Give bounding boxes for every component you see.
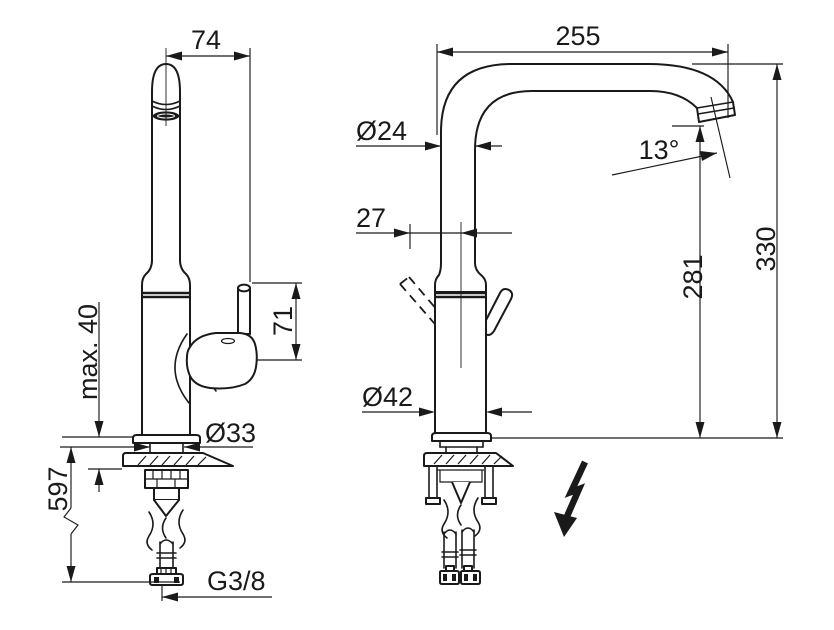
side-elbow-outer [174, 333, 190, 404]
side-hose-break [146, 509, 186, 551]
front-shank [439, 440, 484, 454]
dim-74: 74 [166, 25, 251, 282]
front-base-flange [431, 432, 492, 442]
dim-27-label: 27 [356, 203, 386, 233]
dim-33-label: Ø33 [205, 418, 256, 448]
dim-24: Ø24 [356, 116, 502, 151]
dim-g38-label: G3/8 [207, 566, 266, 596]
dim-42-label: Ø42 [362, 382, 413, 412]
front-mounting-hardware [425, 465, 497, 505]
dim-281-label: 281 [678, 254, 708, 299]
front-spout-tube [434, 63, 736, 293]
side-hose-cone [153, 499, 180, 517]
dim-281: 281 [672, 125, 708, 438]
side-handle-detail [220, 337, 236, 345]
side-hose [156, 539, 177, 569]
dim-g38: G3/8 [161, 566, 272, 602]
dim-71: 71 [252, 282, 302, 361]
dim-74-label: 74 [191, 25, 221, 55]
front-outlet-face [696, 101, 734, 109]
dimensions-front: 255 Ø24 27 13° 281 [356, 21, 783, 439]
dim-330-label: 330 [751, 226, 781, 271]
lightning-bolt-icon [554, 460, 588, 537]
dim-597: 597 [43, 447, 180, 583]
dim-13deg-label: 13° [639, 135, 680, 165]
dim-24-label: Ø24 [356, 116, 407, 146]
dim-27: 27 [356, 203, 512, 249]
front-body [434, 291, 487, 434]
dim-597-label: 597 [43, 466, 73, 511]
dim-max-40: max. 40 [62, 302, 133, 492]
side-handle-body [185, 332, 258, 390]
dim-max-40-label: max. 40 [73, 304, 103, 400]
side-base-flange [132, 434, 201, 444]
dim-42: Ø42 [362, 382, 532, 417]
side-lever-rod [237, 287, 251, 335]
front-escutcheon [423, 452, 514, 467]
side-mounting-nut [144, 469, 189, 489]
side-escutcheon [122, 452, 234, 467]
front-deck-hatching [433, 454, 503, 465]
dim-255: 255 [436, 21, 729, 135]
dim-330: 330 [490, 63, 783, 439]
dim-71-label: 71 [268, 306, 298, 336]
side-lever-rod-top [237, 283, 251, 293]
dim-255-label: 255 [555, 21, 600, 51]
side-deck-hatching [137, 455, 207, 466]
side-tailpiece [153, 487, 180, 501]
front-hoses [441, 527, 477, 569]
dimensions-side: 74 71 max. 40 Ø33 [43, 25, 302, 602]
front-view [399, 63, 736, 585]
dim-33: Ø33 [60, 418, 256, 452]
side-view [122, 48, 258, 586]
front-hose-connectors [439, 565, 481, 585]
